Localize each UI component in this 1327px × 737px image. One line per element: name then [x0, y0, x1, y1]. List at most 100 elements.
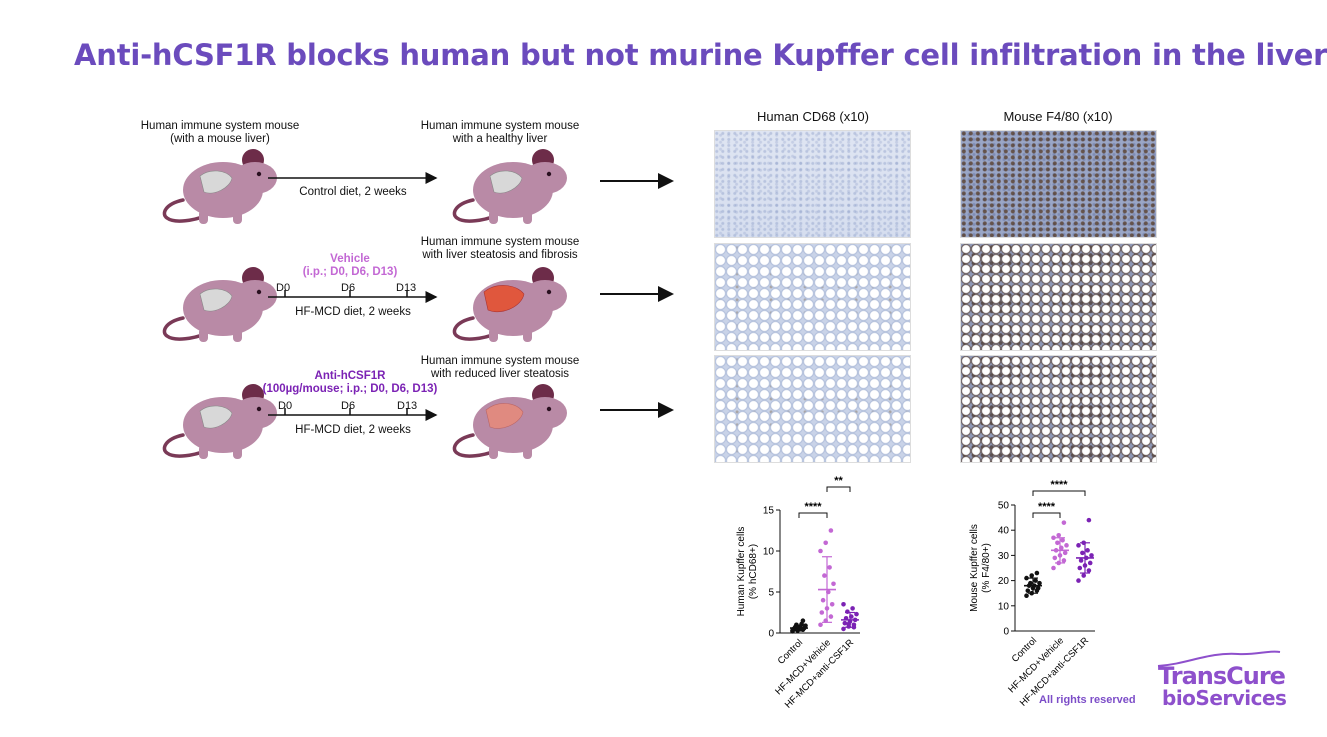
data-point [1064, 543, 1069, 548]
data-point [1089, 553, 1094, 558]
y-axis-label: (% hCD68+) [748, 544, 759, 599]
y-tick-label: 40 [998, 526, 1010, 537]
data-point [828, 614, 834, 619]
significance-label: ** [834, 475, 843, 487]
micrograph-human-vehicle [714, 243, 911, 351]
logo-bioservices: bioServices [1162, 686, 1287, 710]
data-point [823, 540, 828, 546]
row2-diet-label: HF-MCD diet, 2 weeks [295, 306, 411, 318]
panel-title-mouse-f480: Mouse F4/80 (x10) [1003, 109, 1113, 124]
row3-day-d6: D6 [341, 400, 356, 412]
footer-rights: All rights reserved [1039, 694, 1136, 706]
schematic [162, 147, 674, 461]
y-axis-label: Mouse Kupffer cells [969, 524, 980, 612]
data-point [1086, 568, 1092, 573]
data-point [1051, 565, 1056, 571]
y-tick-label: 15 [763, 506, 775, 517]
micrograph-human-control [714, 130, 911, 238]
data-point [1086, 517, 1092, 523]
data-point [820, 597, 826, 603]
data-point [1080, 550, 1085, 556]
y-axis-label: Human Kupffer cells [736, 527, 747, 617]
data-point [850, 606, 855, 611]
row3-day-d13: D13 [397, 400, 418, 412]
y-tick-label: 30 [998, 551, 1010, 562]
data-point [790, 628, 795, 633]
data-point [1085, 548, 1090, 553]
micrograph-human-anti-csf1r [714, 355, 911, 463]
data-point [831, 581, 836, 587]
significance-bracket [798, 512, 828, 518]
data-point [1076, 543, 1081, 548]
data-point [800, 618, 806, 623]
data-point [827, 565, 832, 570]
y-tick-label: 10 [763, 547, 775, 558]
page-title: Anti-hCSF1R blocks human but not murine … [74, 38, 1327, 72]
row2-day-d6: D6 [341, 282, 356, 294]
data-point [1077, 565, 1083, 571]
significance-label: **** [804, 501, 822, 513]
panel-title-human-cd68: Human CD68 (x10) [757, 109, 869, 124]
data-point [1061, 558, 1067, 563]
row1-left-label: Human immune system mouse(with a mouse l… [140, 120, 300, 145]
y-tick-label: 20 [998, 576, 1010, 587]
data-point [1033, 578, 1038, 583]
row3-treatment-label: Anti-hCSF1R(100µg/mouse; i.p.; D0, D6, D… [262, 370, 438, 395]
y-axis-label: (% F4/80+) [981, 543, 992, 593]
micrograph-mouse-vehicle [960, 243, 1157, 351]
data-point [1052, 555, 1058, 561]
data-point [1078, 558, 1084, 563]
y-tick-label: 50 [998, 501, 1010, 512]
significance-label: **** [1050, 479, 1068, 491]
micrograph-mouse-control [960, 130, 1157, 238]
data-point [1025, 588, 1031, 593]
data-point [1035, 585, 1041, 591]
data-point [845, 609, 850, 614]
data-point [1055, 540, 1060, 546]
data-point [822, 573, 827, 578]
data-point [1034, 570, 1040, 576]
data-point [1037, 580, 1042, 586]
data-point [1087, 560, 1093, 566]
data-point [803, 623, 808, 628]
significance-bracket [826, 486, 851, 492]
row2-day-d0: D0 [276, 282, 291, 294]
significance-bracket [1032, 512, 1061, 518]
significance-bracket [1032, 490, 1086, 496]
y-tick-label: 10 [998, 601, 1010, 612]
row2-treatment-label: Vehicle(i.p.; D0, D6, D13) [302, 253, 398, 278]
row1-diet-label: Control diet, 2 weeks [299, 186, 407, 198]
data-point [1076, 578, 1081, 583]
data-point [1028, 580, 1033, 586]
logo-transcure: TransCure [1158, 662, 1286, 690]
micrograph-mouse-anti-csf1r [960, 355, 1157, 463]
data-point [1062, 550, 1068, 556]
data-point [1024, 593, 1029, 599]
significance-label: **** [1038, 501, 1056, 513]
logo-swoosh [1157, 650, 1281, 667]
data-point [818, 548, 823, 554]
data-point [1060, 537, 1065, 543]
data-point [819, 610, 825, 615]
row3-diet-label: HF-MCD diet, 2 weeks [295, 424, 411, 436]
data-point [854, 611, 859, 617]
data-point [1061, 520, 1067, 525]
data-point [818, 622, 823, 628]
data-point [1029, 573, 1034, 578]
data-point [1081, 573, 1086, 578]
data-point [828, 528, 834, 533]
y-tick-label: 5 [768, 588, 774, 599]
data-point [1024, 575, 1029, 581]
data-point [841, 602, 846, 607]
data-point [1056, 532, 1061, 538]
data-point [1051, 535, 1056, 541]
row2-day-d13: D13 [396, 282, 417, 294]
data-point [829, 602, 835, 607]
row3-day-d0: D0 [278, 400, 293, 412]
data-point [841, 626, 846, 632]
